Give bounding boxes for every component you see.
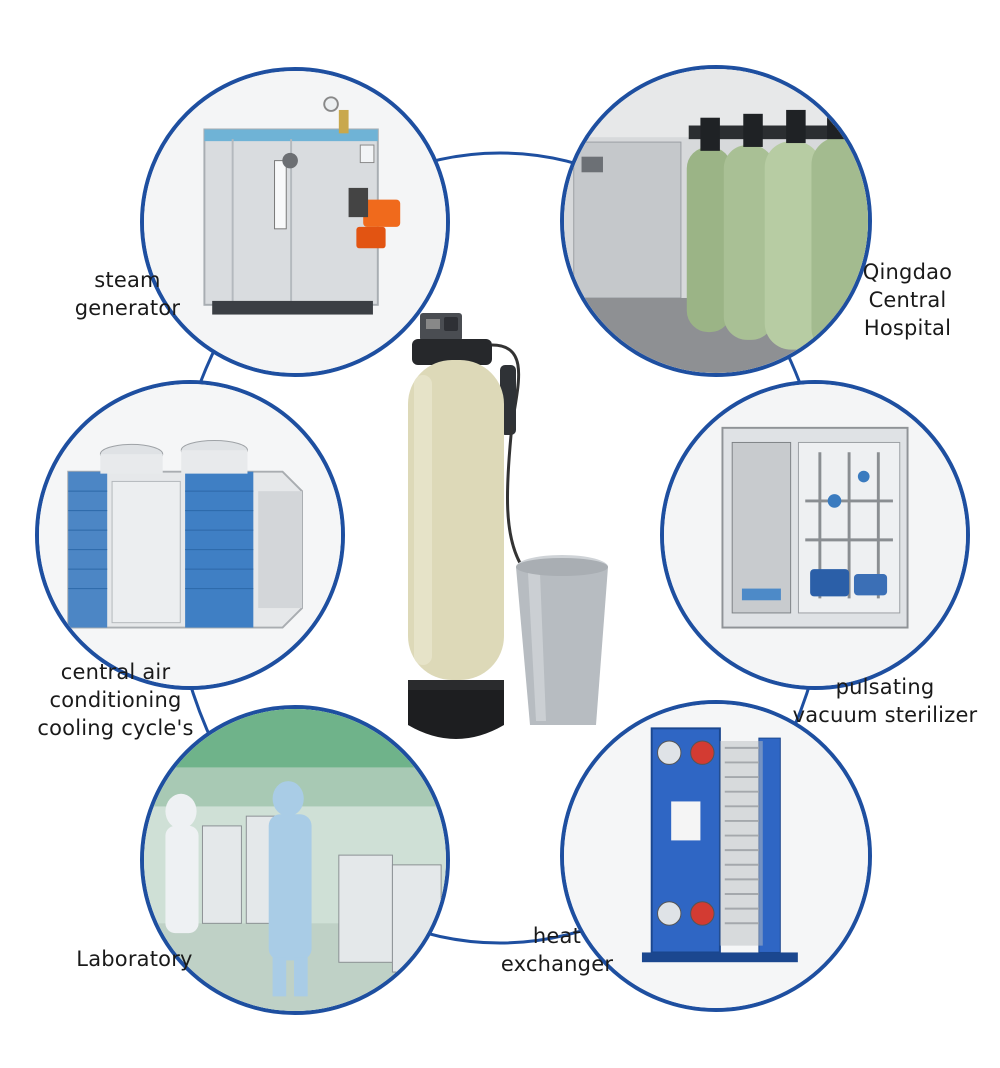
label-heatex-line-2: exchanger [500,952,614,976]
air-conditioning-photo [35,380,345,690]
label-aircon-line-1: central air [60,660,171,684]
label-hospital-line-3: Hospital [863,316,952,340]
laboratory-illustration [144,709,446,1011]
heat-exchanger-illustration [564,704,868,1008]
label-heatex-line-1: heat [532,924,582,948]
label-heat-exchanger: heat exchanger [492,922,622,978]
steam-generator-photo [140,67,450,377]
water-softener-illustration [408,313,608,739]
hospital-filter-tanks-illustration [564,69,868,373]
laboratory-photo [140,705,450,1015]
air-conditioning-unit-illustration [39,384,341,686]
label-aircon-line-2: conditioning [49,688,182,712]
heat-exchanger-photo [560,700,872,1012]
label-hospital-line-2: Central [868,288,947,312]
hospital-photo [560,65,872,377]
label-lab-line-1: Laboratory [76,947,193,971]
label-steam-generator: steam generator [40,266,215,322]
label-laboratory: Laboratory [62,945,207,973]
sterilizer-photo [660,380,970,690]
label-sterilizer-line-1: pulsating [835,675,935,699]
label-hospital: Qingdao Central Hospital [830,258,985,342]
sterilizer-machine-illustration [664,384,966,686]
label-steam-line-1: steam [94,268,161,292]
label-steam-line-2: generator [74,296,181,320]
steam-generator-illustration [144,71,446,373]
label-hospital-line-1: Qingdao [862,260,953,284]
